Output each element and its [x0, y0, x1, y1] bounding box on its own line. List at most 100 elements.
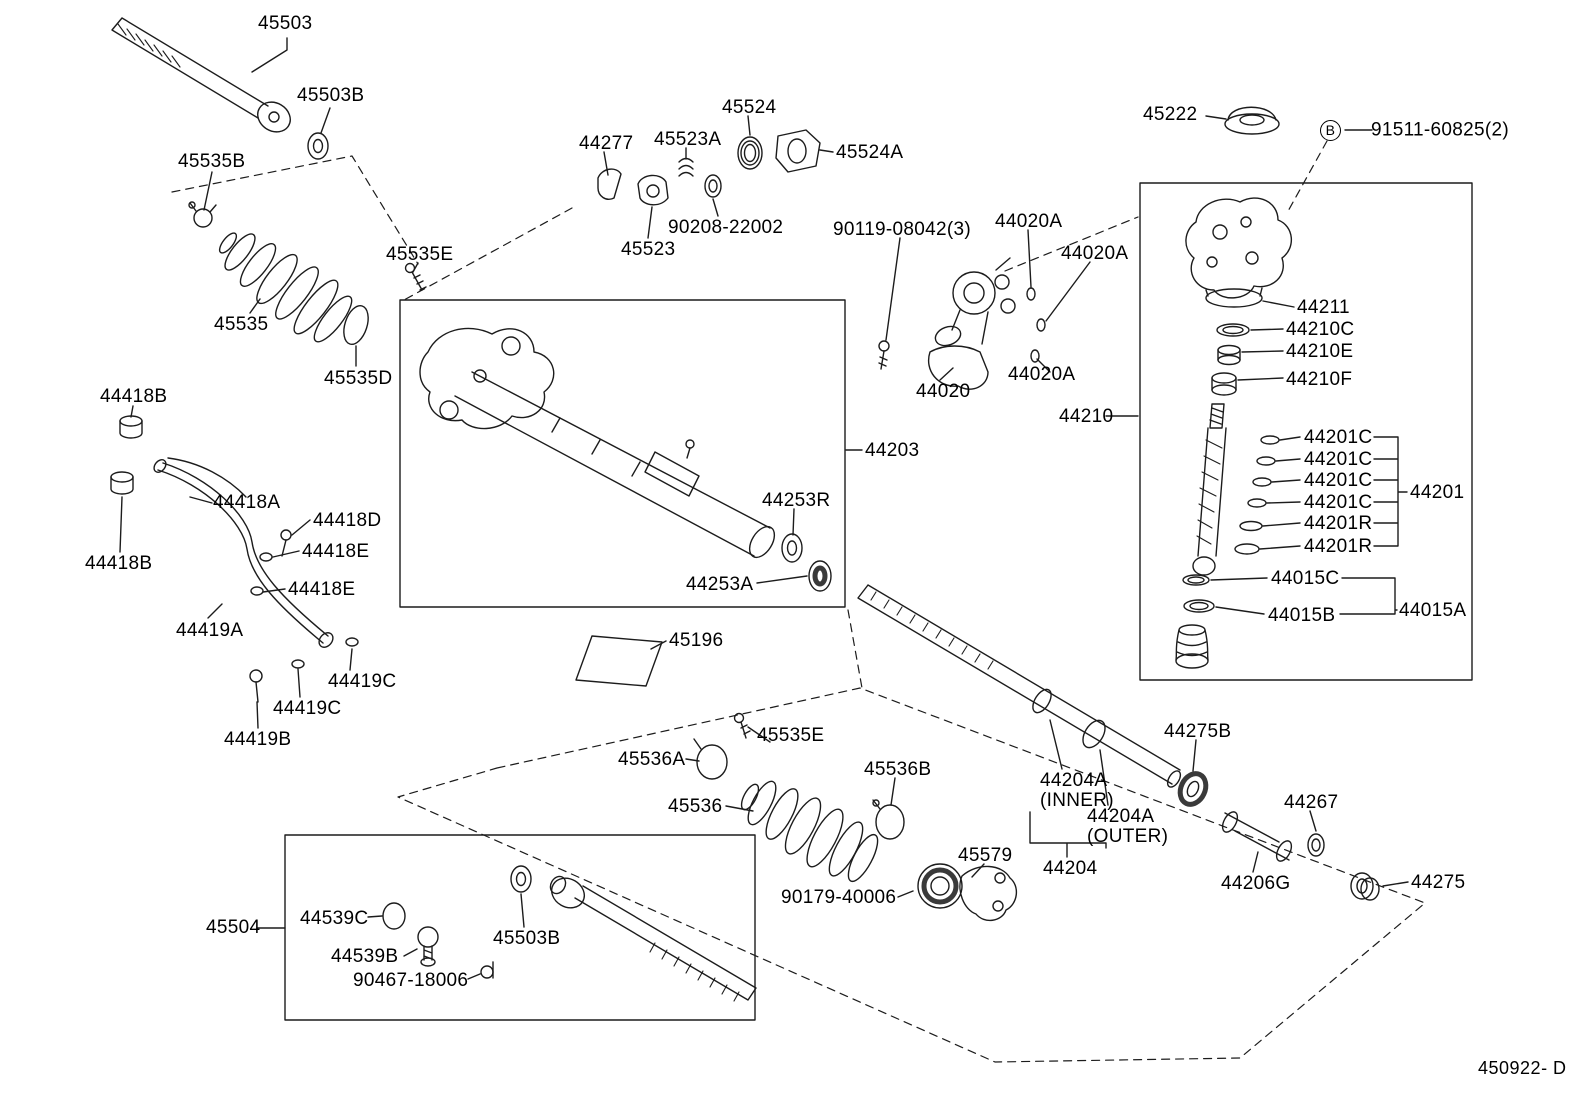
leader-lines	[119, 37, 1409, 980]
part-number-text: 44419B	[224, 729, 292, 750]
rack-shaft-44204-drawing	[857, 584, 1182, 788]
part-label-44020A: 44020A	[1008, 365, 1075, 385]
part-number-text: 44211	[1297, 297, 1350, 318]
part-number-subtext: (OUTER)	[1087, 825, 1169, 847]
part-number-text: 44419A	[176, 620, 244, 641]
part-number-text: 44253A	[686, 574, 754, 595]
part-label-45535D: 45535D	[324, 369, 392, 389]
part-number-text: 44204	[1043, 858, 1098, 879]
part-number-text: 45503B	[493, 928, 561, 949]
bushing-44267-drawing	[1307, 833, 1325, 857]
part-label-44419A: 44419A	[176, 621, 243, 641]
part-label-44210F: 44210F	[1286, 370, 1352, 390]
part-label-45535E: 45535E	[386, 245, 453, 265]
part-number-text: 44418B	[85, 553, 153, 574]
part-label-44201R: 44201R	[1304, 537, 1372, 557]
part-number-text: 44020A	[995, 211, 1063, 232]
part-label-44020: 44020	[916, 382, 970, 402]
part-number-text: 44253R	[762, 490, 831, 511]
part-label-45523: 45523	[621, 240, 675, 260]
part-label-44539B: 44539B	[331, 947, 398, 967]
clamp-45536A-drawing	[693, 712, 751, 780]
part-number-text: 44418B	[100, 386, 168, 407]
part-number-text: 45524	[722, 97, 777, 118]
part-number-text: 44201C	[1304, 470, 1373, 491]
part-number-text: 45504	[206, 917, 261, 938]
part-label-44201C: 44201C	[1304, 428, 1372, 448]
part-number-text: 44201R	[1304, 536, 1373, 557]
part-number-text: 90208-22002	[668, 217, 784, 238]
part-label-44206G: 44206G	[1221, 874, 1290, 894]
part-number-text: 44275B	[1164, 721, 1232, 742]
part-number-text: 45503B	[297, 85, 365, 106]
valve-group-box	[1139, 182, 1473, 681]
part-label-44210E: 44210E	[1286, 342, 1353, 362]
part-number-text: 90467-18006	[353, 970, 469, 991]
part-number-text: 44267	[1284, 792, 1339, 813]
part-number-subtext: (INNER)	[1040, 789, 1114, 811]
part-label-44204A-outer: 44204A(OUTER)	[1087, 807, 1168, 847]
part-label-44201: 44201	[1410, 483, 1464, 503]
part-label-44419B: 44419B	[224, 730, 291, 750]
part-label-44277: 44277	[579, 134, 633, 154]
part-number-text: 90119-08042(3)	[833, 219, 972, 240]
part-number-text: 91511-60825(2)	[1371, 119, 1510, 141]
part-label-44210: 44210	[1059, 407, 1113, 427]
tie-rod-end-parts-drawing	[382, 902, 494, 979]
part-label-44539C: 44539C	[300, 909, 368, 929]
part-number-text: 45523	[621, 239, 676, 260]
part-label-44204A-inner: 44204A(INNER)	[1040, 771, 1114, 811]
part-number-text: 44539B	[331, 946, 399, 967]
part-number-text: 44020	[916, 381, 971, 402]
part-label-44253R: 44253R	[762, 491, 830, 511]
part-number-text: 45523A	[654, 129, 722, 150]
inner-tie-rod-lower-drawing	[510, 865, 757, 1002]
part-number-text: 45535E	[757, 725, 825, 746]
part-label-90179-40006: 90179-40006	[781, 888, 896, 908]
part-label-45536: 45536	[668, 797, 722, 817]
part-label-45535E: 45535E	[757, 726, 824, 746]
part-label-44418D: 44418D	[313, 511, 381, 531]
part-label-45504: 45504	[206, 918, 260, 938]
part-number-text: 45536B	[864, 759, 932, 780]
housing-group-box	[399, 299, 846, 608]
part-label-45503: 45503	[258, 14, 312, 34]
part-number-text: 44418E	[302, 541, 370, 562]
part-number-text: 44020A	[1061, 243, 1129, 264]
part-label-45222: 45222	[1143, 105, 1197, 125]
part-number-text: 44418E	[288, 579, 356, 600]
part-number-text: 44210E	[1286, 341, 1354, 362]
part-label-44015B: 44015B	[1268, 606, 1335, 626]
part-number-text: 44201C	[1304, 449, 1373, 470]
part-number-text: 44015A	[1399, 600, 1467, 621]
seal-44253A-drawing	[808, 560, 832, 592]
part-label-45524A: 45524A	[836, 143, 903, 163]
part-label-44267: 44267	[1284, 793, 1338, 813]
pressure-tubes-44419-drawing	[153, 457, 359, 703]
part-label-44275: 44275	[1411, 873, 1465, 893]
construction-dashed-lines	[171, 140, 1426, 1063]
part-number-text: 45196	[669, 630, 724, 651]
part-number-text: 45536A	[618, 749, 686, 770]
part-number-text: 44277	[579, 133, 634, 154]
part-label-44419C: 44419C	[273, 699, 341, 719]
lower-bearing-44015-drawing	[1175, 574, 1215, 669]
part-number-text: 44201C	[1304, 427, 1373, 448]
control-valve-44211-drawing	[1185, 197, 1292, 308]
part-label-90467-18006: 90467-18006	[353, 971, 468, 991]
part-label-44275B: 44275B	[1164, 722, 1231, 742]
part-label-44201C: 44201C	[1304, 493, 1372, 513]
bushing-44275-drawing	[1350, 872, 1380, 901]
part-label-44204: 44204	[1043, 859, 1097, 879]
part-number-text: 44419C	[328, 671, 397, 692]
part-number-text: 90179-40006	[781, 887, 897, 908]
part-label-44210C: 44210C	[1286, 320, 1354, 340]
part-number-text: 44206G	[1221, 873, 1291, 894]
part-number-text: 44210C	[1286, 319, 1355, 340]
part-label-90119-08042(3): 90119-08042(3)	[833, 220, 971, 240]
part-label-44211: 44211	[1297, 298, 1350, 318]
part-number-text: 44201C	[1304, 492, 1373, 513]
part-number-text: 45535D	[324, 368, 393, 389]
steering-boot-45535-drawing	[218, 232, 353, 343]
